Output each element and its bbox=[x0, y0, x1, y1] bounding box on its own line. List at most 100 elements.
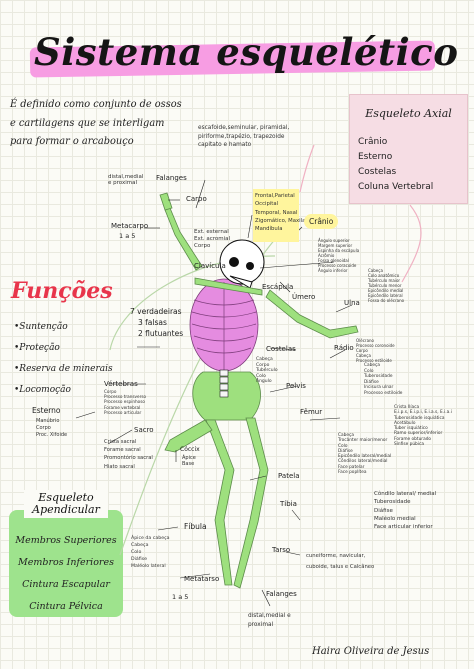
ulna-parts: Olécrano Processo coronoide Corpo Cabeça… bbox=[356, 338, 395, 363]
ribs-parts: Cabeça Corpo Tubérculo Colo Ângulo bbox=[256, 357, 278, 385]
hand-phalanges-desc-line: e proximal bbox=[108, 180, 137, 187]
cranium-bone: Mandíbula bbox=[255, 226, 283, 233]
radius-part: Diáfise bbox=[364, 379, 379, 385]
axial-item: Esterno bbox=[358, 152, 393, 162]
femur-part: Côndilos lateral/medial bbox=[338, 459, 388, 465]
sacrum-part: Crista sacral bbox=[104, 439, 137, 445]
cranium-bones: Frontal,Parietal Occipital Temporal, Nas… bbox=[255, 192, 305, 233]
scapula-part: Espinha da escápula bbox=[318, 248, 360, 253]
femur-part: Cabeça bbox=[338, 433, 354, 438]
scapula-parts: Ângulo superior Margem superior Espinha … bbox=[318, 238, 359, 273]
cranium-bone: Zigomático, Maxila bbox=[255, 217, 306, 224]
tibia-part: Tuberosidade bbox=[374, 499, 411, 506]
scapula-part: Margem superior bbox=[318, 243, 353, 248]
sacrum-part: Promontório sacral bbox=[104, 455, 153, 462]
vertebrae-part: Forame vertebral bbox=[104, 404, 141, 410]
sternum-label: Esterno bbox=[32, 406, 61, 415]
tarsus-label: Tarso bbox=[272, 546, 291, 554]
functions-list: •Suntenção •Proteção •Reserva de minerai… bbox=[14, 317, 113, 401]
sacrum-parts: Crista sacral Forame sacral Promontório … bbox=[104, 438, 153, 471]
appendicular-item: Membros Superiores bbox=[15, 535, 117, 546]
sternum-parts: Manúbrio Corpo Proc. Xifoide bbox=[36, 418, 67, 439]
cranium-bone: Frontal,Parietal bbox=[255, 193, 295, 199]
foot-phalanges-label: Falanges bbox=[266, 590, 297, 598]
radius-part: Colo bbox=[364, 368, 374, 374]
function-item: •Reserva de minerais bbox=[14, 364, 113, 374]
vertebrae-part: Processo espinhoso bbox=[104, 399, 145, 405]
cranium-bone: Occipital bbox=[255, 201, 279, 208]
clavicle-part: Ext. acromial bbox=[194, 236, 231, 242]
cranium-highlight bbox=[253, 189, 299, 242]
ulna-part: Processo estiloide bbox=[356, 358, 392, 363]
appendicular-item: Cintura Pélvica bbox=[29, 601, 103, 612]
appendicular-item: Cintura Escapular bbox=[22, 579, 110, 590]
clavicle-parts: Ext. esternal Ext. acromial Corpo bbox=[194, 229, 230, 250]
femur-part: Face patelar bbox=[338, 464, 365, 470]
humerus-parts: Cabeça Colo anatômico Tubérculo maior Tu… bbox=[368, 268, 404, 303]
sacrum-label: Sacro bbox=[134, 426, 154, 434]
axial-skeleton-box: Esqueleto Axial Crânio Esterno Costelas … bbox=[349, 94, 468, 204]
fibula-part: Ápice da cabeça bbox=[131, 536, 170, 541]
cranium-bone: Temporal, Nasal bbox=[255, 209, 298, 216]
ribs-part: Tubérculo bbox=[256, 368, 278, 373]
appendicular-skeleton-title: Esqueleto Apendicular bbox=[24, 490, 108, 518]
clavicle-label: Clavícula bbox=[194, 262, 226, 270]
functions-title: Funções bbox=[11, 278, 113, 304]
vertebrae-label: Vértebras bbox=[104, 380, 138, 388]
tarsus-bones: cuneiforme, navicular, cuboide, talus e … bbox=[306, 551, 374, 573]
sacrum-part: Forame sacral bbox=[104, 447, 141, 454]
scapula-part: Acrômio bbox=[318, 253, 335, 258]
sacrum-part: Hiato sacral bbox=[104, 463, 135, 470]
metatarsus-label: Metatarso bbox=[184, 575, 220, 583]
pelvis-part: Ramo superior/inferior bbox=[394, 431, 443, 437]
foot-phalanges-desc-line: distal,medial e bbox=[248, 613, 291, 619]
femur-part: Colo bbox=[338, 443, 348, 449]
function-item: •Locomoção bbox=[14, 385, 71, 395]
pelvis-part: Forame obturado bbox=[394, 436, 432, 442]
carpus-bones: escafoide,seminular, piramidal, piriform… bbox=[198, 124, 289, 150]
axial-item: Coluna Vertebral bbox=[358, 182, 434, 192]
ribs-type: 7 verdadeiras bbox=[130, 307, 182, 316]
axial-item: Costelas bbox=[358, 167, 397, 177]
appendicular-skeleton-list: Membros Superiores Membros Inferiores Ci… bbox=[9, 530, 123, 618]
ribs-type: 2 flutuantes bbox=[138, 329, 184, 338]
fibula-label: Fíbula bbox=[184, 522, 207, 531]
scapula-part: Fossa glenoidal bbox=[318, 258, 349, 263]
pelvis-part: Tuber isquiático bbox=[394, 426, 428, 432]
tibia-part: Face articular inferior bbox=[374, 524, 433, 531]
vertebrae-part: Corpo bbox=[104, 389, 117, 394]
ribs-types: 7 verdadeiras 3 falsas 2 flutuantes bbox=[130, 306, 183, 339]
humerus-part: Tubérculo menor bbox=[368, 283, 402, 288]
radius-part: Processo estiloide bbox=[364, 390, 403, 396]
pelvis-part: Tuberosidade isquiática bbox=[394, 415, 445, 421]
ulna-label: Ulna bbox=[344, 299, 360, 307]
carpus-label: Carpo bbox=[186, 195, 207, 203]
pelvis-part: E.i.p.s, E.i.p.i, E.i.a.s, E.i.a.i bbox=[394, 410, 452, 416]
carpus-bone: piriforme,trapézio, trapezoide bbox=[198, 133, 285, 140]
carpus-bone: capitato e hamato bbox=[198, 142, 252, 148]
axial-skeleton-list: Crânio Esterno Costelas Coluna Vertebral bbox=[358, 135, 433, 195]
cranium-label: Crânio bbox=[304, 214, 339, 229]
coccyx-parts: Ápice Base bbox=[182, 455, 196, 467]
vertebrae-parts: Corpo Processo transverso Processo espin… bbox=[104, 389, 146, 415]
ulna-part: Processo coronoide bbox=[356, 343, 395, 348]
radius-part: Cabeça bbox=[364, 363, 380, 368]
femur-part: Diáfise bbox=[338, 448, 353, 454]
clavicle-part: Corpo bbox=[194, 243, 211, 249]
intro-text: É definido como conjunto de ossos e cart… bbox=[10, 99, 182, 147]
ribs-type: 3 falsas bbox=[138, 318, 167, 327]
carpus-bone: escafoide,seminular, piramidal, bbox=[198, 125, 290, 131]
scapula-part: Processo coracoide bbox=[318, 263, 357, 268]
axial-item: Crânio bbox=[358, 137, 388, 147]
ribs-part: Cabeça bbox=[256, 357, 273, 362]
humerus-part: Epicôndilo medial bbox=[368, 288, 404, 293]
axial-skeleton-title: Esqueleto Axial bbox=[365, 107, 452, 120]
fibula-part: Maléolo lateral bbox=[131, 564, 166, 569]
scapula-part: Ângulo superior bbox=[318, 238, 350, 243]
metacarpus-range: 1 a 5 bbox=[119, 232, 136, 240]
pelvis-parts-right: Crista Ilíaca E.i.p.s, E.i.p.i, E.i.a.s,… bbox=[394, 405, 452, 447]
clavicle-part: Ext. esternal bbox=[194, 229, 229, 235]
tarsus-bone: cuboide, talus e Calcâneo bbox=[306, 564, 375, 570]
humerus-label: Úmero bbox=[292, 293, 316, 301]
